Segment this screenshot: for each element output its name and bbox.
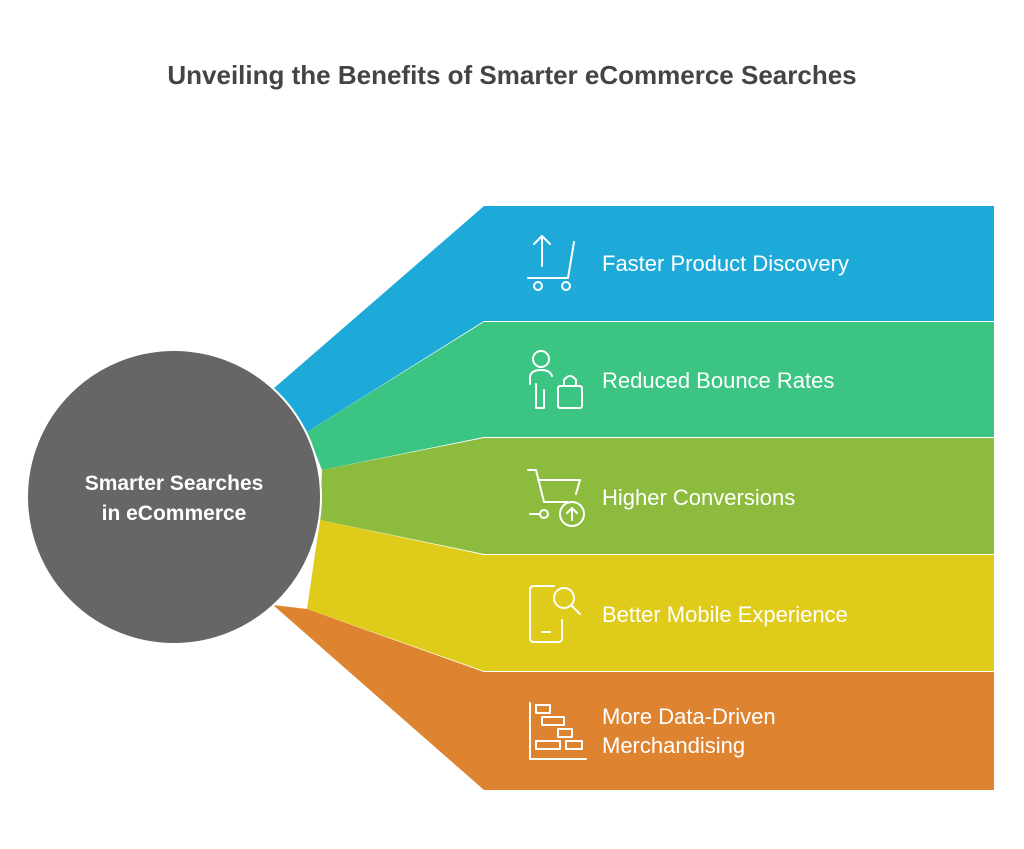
gantt-chart-icon <box>529 702 587 760</box>
branch-higher-conversions: Higher Conversions <box>320 438 994 554</box>
branch-band <box>307 322 994 470</box>
branch-band <box>273 206 994 432</box>
branch-band <box>273 605 994 790</box>
branch-more-data-driven-merchandising: More Data-Driven Merchandising <box>273 605 994 790</box>
hub-circle <box>26 349 322 645</box>
branch-label: Reduced Bounce Rates <box>602 368 834 393</box>
branch-better-mobile-experience: Better Mobile Experience <box>307 520 994 671</box>
branch-label-line-2: Merchandising <box>602 733 745 758</box>
branch-label: Faster Product Discovery <box>602 251 849 276</box>
branch-label: Higher Conversions <box>602 485 795 510</box>
branch-label: More Data-Driven <box>602 704 776 729</box>
mobile-search-icon <box>529 585 581 643</box>
branch-band <box>320 438 994 554</box>
branch-band <box>307 520 994 671</box>
branch-faster-product-discovery: Faster Product Discovery <box>273 206 994 432</box>
branch-label: Better Mobile Experience <box>602 602 848 627</box>
branch-reduced-bounce-rates: Reduced Bounce Rates <box>307 322 994 470</box>
hub-label-line-1: Smarter Searches <box>85 472 264 495</box>
hub-label-line-2: in eCommerce <box>102 502 247 525</box>
cart-upload-icon <box>527 469 585 527</box>
hub-node: Smarter Searches in eCommerce <box>26 349 322 645</box>
cart-arrow-up-icon <box>527 235 575 291</box>
diagram-title: Unveiling the Benefits of Smarter eComme… <box>167 60 857 90</box>
shopper-bag-icon <box>529 350 583 409</box>
